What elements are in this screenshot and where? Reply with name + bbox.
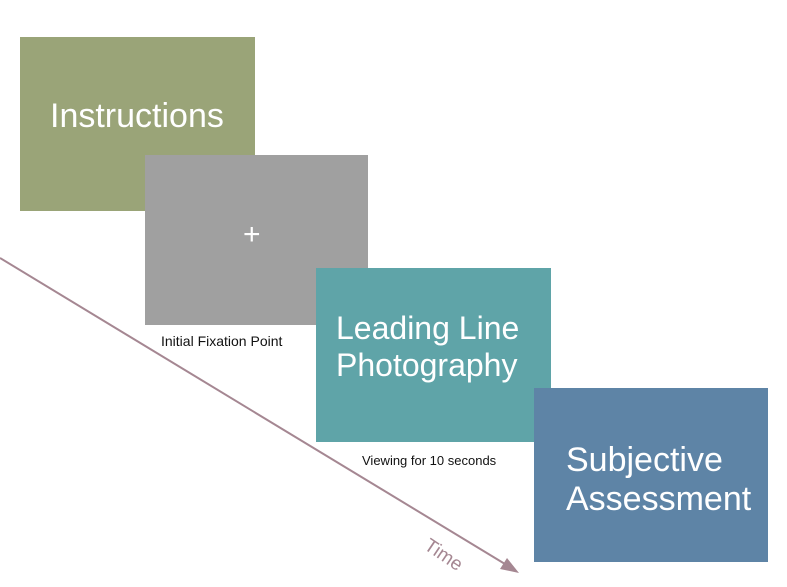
photography-card: Leading Line Photography — [316, 268, 551, 442]
assessment-text: Subjective Assessment — [566, 441, 752, 519]
instructions-text: Instructions — [50, 97, 224, 135]
fixation-caption: Initial Fixation Point — [161, 333, 283, 349]
viewing-caption: Viewing for 10 seconds — [362, 453, 497, 468]
fixation-cross-text: + — [243, 218, 261, 251]
photography-text: Leading Line Photography — [336, 310, 520, 383]
assessment-card: Subjective Assessment — [534, 388, 768, 562]
timeline-arrowhead — [500, 558, 519, 573]
timeline-line — [0, 257, 511, 568]
